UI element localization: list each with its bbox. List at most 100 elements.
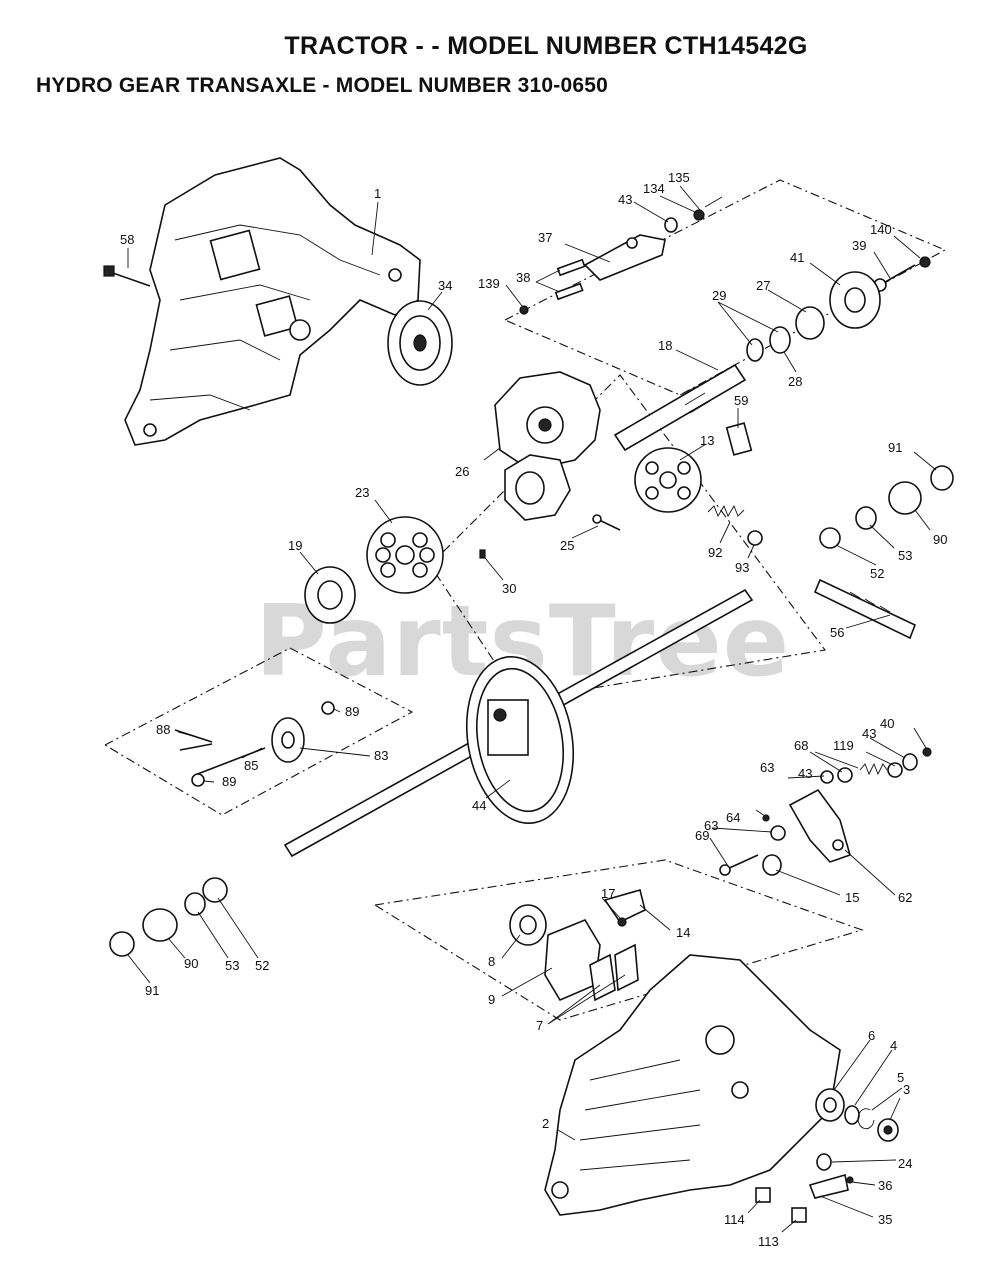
pump-cylinder-23-part [366, 516, 444, 594]
callout-35: 35 [878, 1212, 892, 1227]
callout-29: 29 [712, 288, 726, 303]
callout-2: 2 [542, 1116, 549, 1131]
housing-group-outline [373, 859, 864, 1021]
callout-119: 119 [833, 738, 854, 753]
callout-43-top: 43 [618, 192, 632, 207]
pin-59-part [725, 422, 753, 456]
motor-cylinder-13-part [634, 447, 702, 513]
callout-58: 58 [120, 232, 134, 247]
bolt-69-part [719, 854, 759, 876]
center-section-group-outline [429, 374, 826, 701]
callout-9: 9 [488, 992, 495, 1007]
washer-43-right-part [902, 753, 918, 771]
callout-53-left: 53 [225, 958, 239, 973]
nut-140-part [919, 256, 931, 268]
callout-25: 25 [560, 538, 574, 553]
fitting-114-part [755, 1187, 771, 1203]
callout-89-upper: 89 [345, 704, 359, 719]
bearing-91-lower-part [109, 931, 135, 957]
callout-27: 27 [756, 278, 770, 293]
callout-63-upper: 63 [760, 760, 774, 775]
callout-113: 113 [758, 1234, 779, 1249]
nut-134-part [693, 209, 705, 221]
bracket-24-part [816, 1153, 832, 1171]
page-subtitle: HYDRO GEAR TRANSAXLE - MODEL NUMBER 310-… [36, 74, 609, 97]
callout-92: 92 [708, 545, 722, 560]
callout-135: 135 [668, 170, 690, 185]
callout-7: 7 [536, 1018, 543, 1033]
callout-83: 83 [374, 748, 388, 763]
center-block-26-part [494, 371, 601, 521]
seal-27-part [795, 306, 825, 340]
callout-93: 93 [735, 560, 749, 575]
callout-30: 30 [502, 581, 516, 596]
plug-113-part [791, 1207, 807, 1223]
nut-139-part [519, 305, 529, 315]
callout-38: 38 [516, 270, 530, 285]
shaft-18-part [613, 363, 747, 452]
spring-68-part [859, 762, 888, 776]
swashplate-9-part [544, 919, 601, 1002]
washer-43-mid-part [837, 767, 853, 783]
ring-28-part [769, 326, 791, 354]
callout-68: 68 [794, 738, 808, 753]
callout-28: 28 [788, 374, 802, 389]
callout-19: 19 [288, 538, 302, 553]
gear-subassembly-group-outline [103, 647, 414, 816]
callout-63-lower: 63 [704, 818, 718, 833]
arm-62-part [788, 788, 851, 863]
callout-91-left: 91 [145, 983, 159, 998]
callout-labels: 1 58 34 135 134 43 37 38 139 140 39 41 2… [120, 170, 947, 1249]
callout-88: 88 [156, 722, 170, 737]
key-30-part [479, 549, 486, 559]
washer-89-upper-part [321, 701, 335, 715]
callout-43-mid: 43 [798, 766, 812, 781]
washer-53-lower-part [184, 892, 206, 916]
callout-23: 23 [355, 485, 369, 500]
callout-17: 17 [601, 886, 615, 901]
callout-53-right: 53 [898, 548, 912, 563]
callout-39: 39 [852, 238, 866, 253]
callout-91-right: 91 [888, 440, 902, 455]
callout-34: 34 [438, 278, 452, 293]
page-title: TRACTOR - - MODEL NUMBER CTH14542G [284, 32, 808, 60]
nut-40-part [922, 747, 932, 757]
bolt-58-part [103, 265, 151, 287]
spring-17-part [617, 917, 627, 927]
clip-36-part [846, 1176, 854, 1184]
thrust-bearing-19-part [304, 566, 356, 624]
bearing-91-part [930, 465, 954, 491]
callout-43-right: 43 [862, 726, 876, 741]
callout-114: 114 [724, 1212, 745, 1227]
washer-43-part [664, 217, 678, 233]
callout-52-left: 52 [255, 958, 269, 973]
bushing-90-lower-part [142, 908, 178, 942]
washer-64-part [762, 814, 770, 822]
callout-90-right: 90 [933, 532, 947, 547]
bracket-37-part [583, 234, 666, 281]
callout-13: 13 [700, 433, 714, 448]
washer-63-upper-part [820, 770, 834, 784]
pin-38-part [554, 258, 586, 301]
control-arm-14-part [603, 889, 646, 924]
washer-89-lower-part [191, 773, 205, 787]
callout-139: 139 [478, 276, 500, 291]
washer-63-lower-part [770, 825, 786, 841]
callout-8: 8 [488, 954, 495, 969]
callout-69: 69 [695, 828, 709, 843]
callout-89-lower: 89 [222, 774, 236, 789]
callout-26: 26 [455, 464, 469, 479]
callout-85: 85 [244, 758, 258, 773]
callout-6: 6 [868, 1028, 875, 1043]
callout-140: 140 [870, 222, 892, 237]
callout-3: 3 [903, 1082, 910, 1097]
shaft-56-part [813, 578, 917, 640]
ring-4-part [844, 1105, 860, 1125]
clip-135-part [704, 196, 723, 208]
snap-ring-5-part [857, 1108, 875, 1130]
bushing-90-part [888, 481, 922, 515]
washer-53-part [855, 506, 877, 530]
link-35-part [808, 1173, 849, 1199]
pulley-34-part [387, 300, 453, 386]
